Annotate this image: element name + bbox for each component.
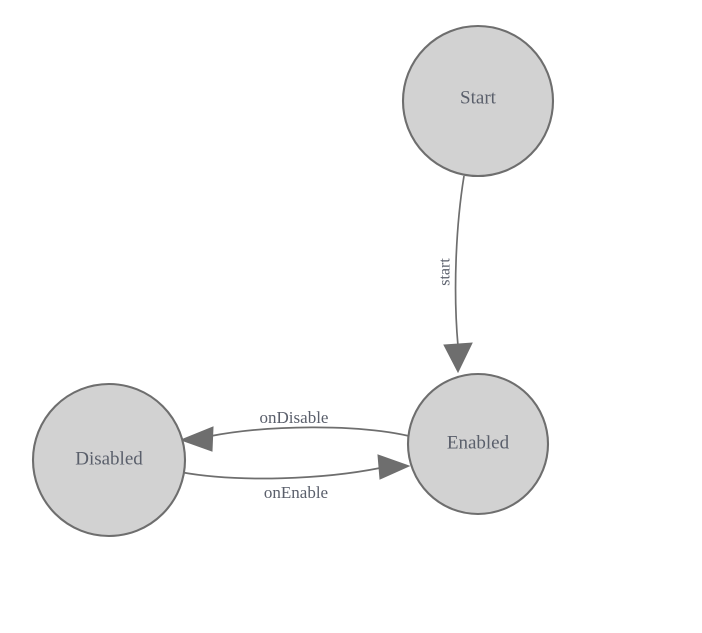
edge-label-start: start — [437, 258, 454, 286]
edge-disabled-to-enabled[interactable]: onEnable — [179, 454, 411, 502]
edge-disabled-to-enabled-path — [179, 467, 381, 480]
edge-label-onenable: onEnable — [264, 483, 328, 502]
edge-enabled-to-disabled-path — [210, 426, 410, 437]
state-node-start-circle — [401, 24, 555, 178]
edge-label-ondisable: onDisable — [260, 408, 329, 427]
state-node-disabled[interactable]: Disabled — [31, 382, 187, 538]
state-node-start[interactable]: Start — [401, 24, 555, 178]
edge-enabled-to-disabled-arrowhead — [179, 426, 214, 452]
state-node-enabled[interactable]: Enabled — [406, 372, 550, 516]
state-node-start-label: Start — [460, 87, 497, 108]
state-node-enabled-label: Enabled — [447, 432, 510, 453]
edge-disabled-to-enabled-arrowhead — [377, 454, 411, 480]
state-node-disabled-circle — [31, 382, 187, 538]
state-node-disabled-label: Disabled — [75, 448, 143, 469]
edge-start-to-enabled[interactable]: start — [437, 175, 473, 374]
edge-enabled-to-disabled[interactable]: onDisable — [179, 408, 410, 452]
state-node-enabled-circle — [406, 372, 550, 516]
edge-start-to-enabled-arrowhead — [443, 342, 473, 374]
edge-start-to-enabled-path — [454, 175, 465, 347]
